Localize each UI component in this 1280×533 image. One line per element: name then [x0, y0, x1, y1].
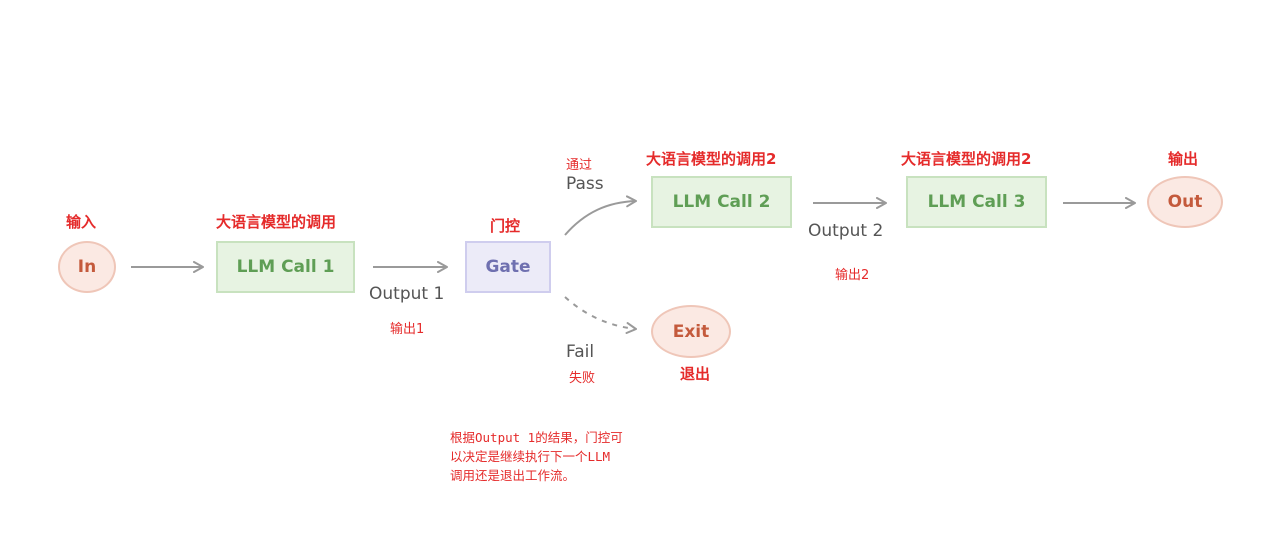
gate-explanation-note: 根据Output 1的结果，门控可 以决定是继续执行下一个LLM 调用还是退出工…: [450, 430, 623, 483]
llm-call-1-node: LLM Call 1: [216, 241, 355, 293]
gate-node: Gate: [465, 241, 551, 293]
llm2-cn-label: 大语言模型的调用2: [646, 150, 777, 168]
llm-call-2-node: LLM Call 2: [651, 176, 792, 228]
llm3-cn-label: 大语言模型的调用2: [901, 150, 1032, 168]
pass-label: Pass: [566, 174, 604, 194]
arrow-gate-to-exit-fail: [564, 296, 637, 335]
arrow-gate-to-llm2-pass: [564, 195, 637, 236]
output1-cn-label: 输出1: [390, 322, 425, 337]
exit-node: Exit: [651, 305, 731, 358]
exit-cn-label: 退出: [680, 365, 711, 383]
in-node: In: [58, 241, 116, 293]
output2-label: Output 2: [808, 221, 884, 241]
output1-label: Output 1: [369, 284, 445, 304]
pass-cn-label: 通过: [566, 158, 593, 173]
fail-label: Fail: [566, 342, 595, 362]
llm1-cn-label: 大语言模型的调用: [216, 213, 337, 231]
output2-cn-label: 输出2: [835, 268, 870, 283]
gate-cn-label: 门控: [490, 217, 521, 235]
llm-call-3-node: LLM Call 3: [906, 176, 1047, 228]
out-node: Out: [1147, 176, 1223, 228]
in-cn-label: 输入: [66, 213, 97, 231]
fail-cn-label: 失败: [569, 371, 596, 386]
out-cn-label: 输出: [1168, 150, 1199, 168]
